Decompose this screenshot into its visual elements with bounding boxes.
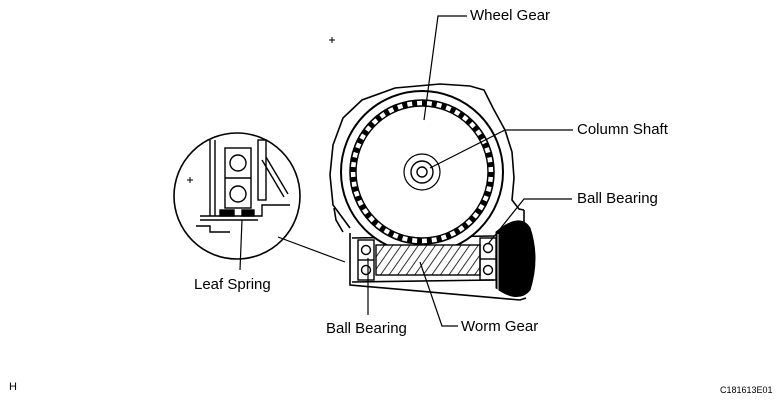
leader-lines (239, 15, 573, 327)
gear-tooth (436, 235, 443, 243)
label-ball-bearing-right: Ball Bearing (577, 190, 658, 207)
gear-tooth (350, 166, 357, 172)
motor-end-cap (495, 220, 536, 297)
gear-tooth (401, 101, 408, 109)
gear-tooth (416, 237, 422, 244)
gear-tooth (350, 176, 357, 183)
label-worm-gear: Worm Gear (461, 318, 539, 335)
gear-housing (329, 83, 525, 233)
gear-tooth (431, 100, 438, 108)
leader-column-shaft (429, 129, 573, 169)
label-ball-bearing-left: Ball Bearing (326, 320, 407, 337)
gear-tooth (426, 237, 433, 244)
gear-tooth (352, 146, 361, 154)
corner-code-left: H (9, 381, 17, 393)
column-shaft (403, 153, 441, 191)
leader-ball-bearing-right (487, 198, 572, 245)
label-wheel-gear: Wheel Gear (470, 7, 551, 24)
gear-tooth (483, 190, 492, 198)
ball-bearing-right-part (479, 237, 497, 281)
gear-tooth (487, 161, 494, 168)
gear-tooth (396, 233, 404, 242)
gear-tooth (485, 151, 493, 158)
wheel-gear (340, 90, 504, 254)
label-column-shaft: Column Shaft (577, 121, 668, 138)
leader-wheel-gear (423, 15, 467, 121)
worm-gear (375, 244, 481, 276)
label-leaf-spring: Leaf Spring (194, 276, 271, 293)
gear-tooth (411, 100, 418, 107)
detail-callout-circle (173, 132, 346, 263)
gear-tooth (486, 181, 494, 188)
gear-tooth (350, 156, 358, 163)
gear-tooth (351, 186, 359, 193)
corner-code-right: C181613E01 (720, 385, 773, 395)
gear-tooth (406, 236, 413, 244)
leader-leaf-spring (239, 219, 243, 271)
registration-marks (187, 37, 335, 183)
gear-tooth (440, 102, 448, 111)
ball-bearing-left-part (357, 239, 375, 281)
gear-tooth (487, 172, 494, 178)
leader-worm-gear (419, 261, 458, 327)
